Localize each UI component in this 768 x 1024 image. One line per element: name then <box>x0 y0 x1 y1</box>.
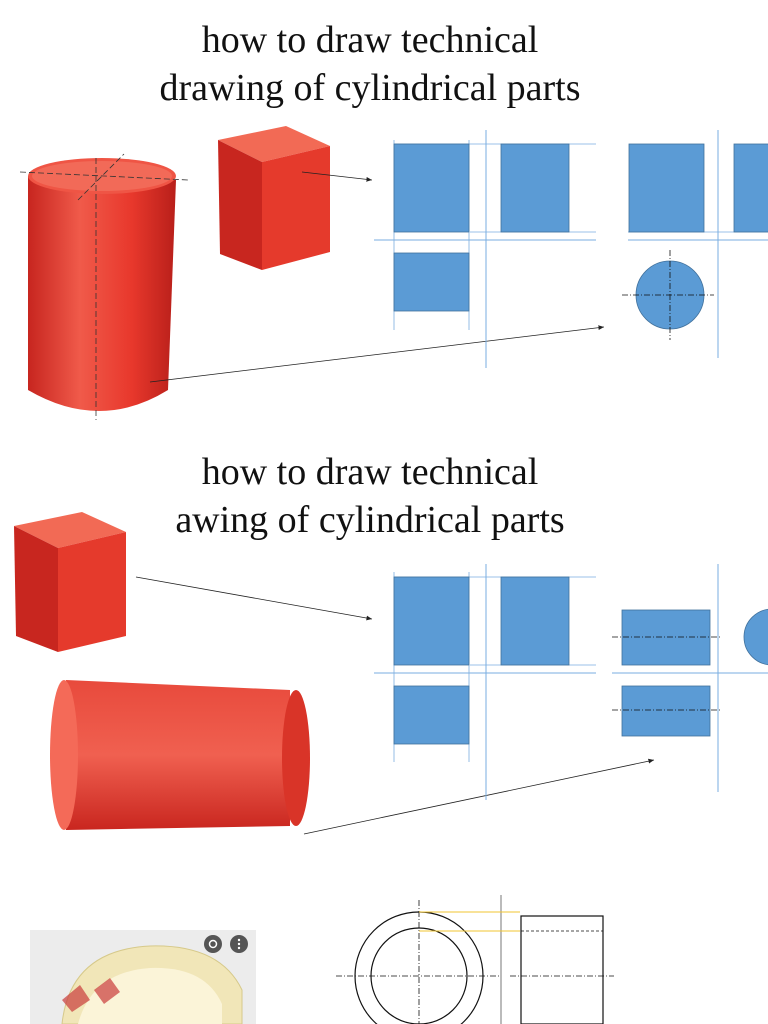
front-view <box>393 143 470 233</box>
tape-roll-drawing <box>336 895 614 1024</box>
top-view <box>393 252 470 312</box>
google-lens-icon[interactable] <box>204 935 222 953</box>
vertical-cylinder-photo <box>19 153 189 420</box>
cube-arrow <box>301 171 373 182</box>
cylinder-orthographic-views <box>622 130 768 358</box>
cylinder-arrow <box>149 325 605 383</box>
cylinder-front-view <box>628 143 705 233</box>
tape-side-view <box>520 915 604 1024</box>
horizontal-cylinder-views <box>612 564 768 792</box>
side-view <box>500 143 570 233</box>
tape-roll-photo <box>30 930 256 1024</box>
horizontal-cylinder-photo <box>50 680 310 830</box>
horizontal-side-view-circle <box>743 608 768 666</box>
section2-title-line1: how to draw technical <box>201 451 539 493</box>
cylinder-side-view <box>733 143 768 233</box>
section2-title: how to draw technical awing of cylindric… <box>0 448 740 544</box>
cube-orthographic-views-2 <box>374 564 596 800</box>
cylinder-arrow-2 <box>303 758 655 835</box>
section1-title-line2: drawing of cylindrical parts <box>159 67 581 109</box>
front-view-2 <box>393 576 470 666</box>
section1-title-line1: how to draw technical <box>201 19 539 61</box>
cube-orthographic-views <box>374 130 596 368</box>
horizontal-front-view <box>621 609 711 666</box>
section2-title-line2: awing of cylindrical parts <box>175 499 565 541</box>
cube-photo <box>218 126 330 270</box>
side-view-2 <box>500 576 570 666</box>
cube-photo-2 <box>14 512 126 652</box>
cube-arrow-2 <box>135 576 373 621</box>
section1-title: how to draw technical drawing of cylindr… <box>0 16 740 112</box>
more-vert-icon[interactable] <box>230 935 248 953</box>
top-view-2 <box>393 685 470 745</box>
horizontal-top-view <box>621 685 711 737</box>
